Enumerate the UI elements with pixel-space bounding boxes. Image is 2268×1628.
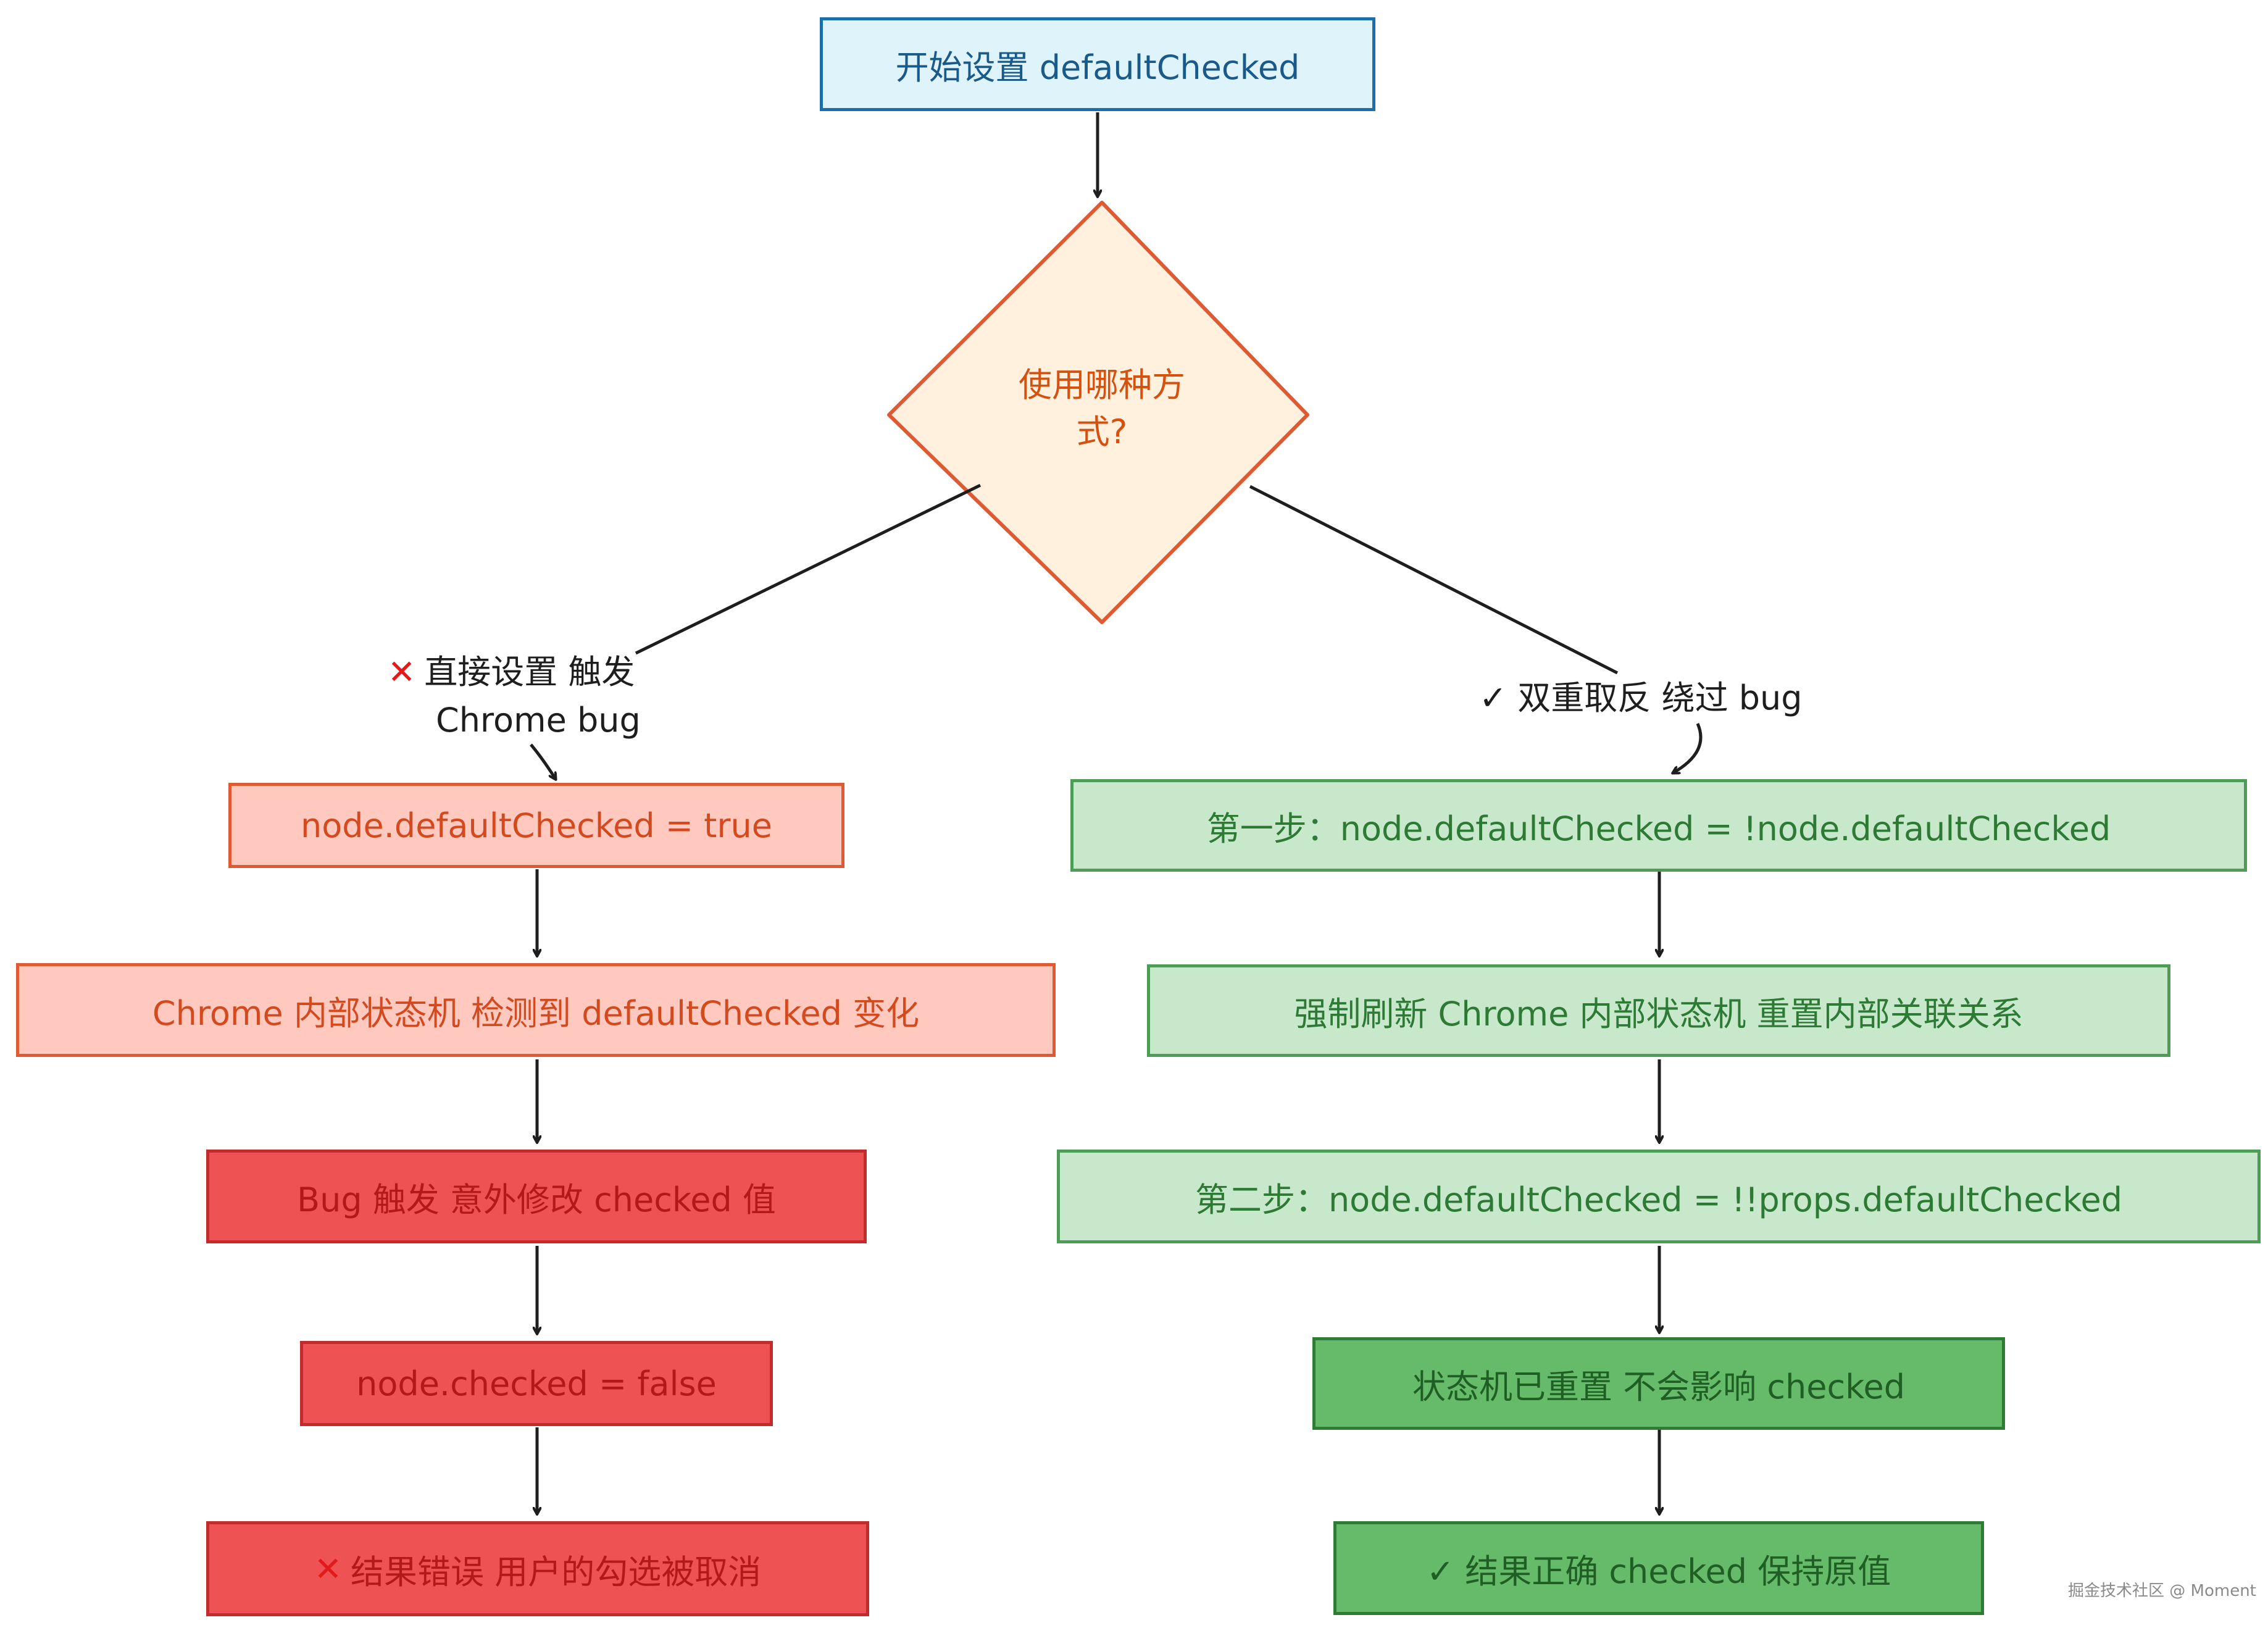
left-step4-node: node.checked = false: [300, 1341, 773, 1426]
left-step3-node: Bug 触发 意外修改 checked 值: [206, 1150, 867, 1243]
left-step3-text: Bug 触发 意外修改 checked 值: [297, 1180, 776, 1219]
cross-icon: ✕: [314, 1549, 343, 1588]
left-step2-text: Chrome 内部状态机 检测到 defaultChecked 变化: [152, 993, 920, 1033]
left-step4-text: node.checked = false: [356, 1364, 717, 1403]
decision-diamond: [887, 201, 1309, 624]
left-result-text: 结果错误 用户的勾选被取消: [351, 1552, 762, 1592]
right-step3-node: 第二步：node.defaultChecked = !!props.defaul…: [1057, 1150, 2261, 1243]
arrow-left-label-to-step1: [530, 743, 556, 779]
right-branch-label: ✓ 双重取反 绕过 bug: [1479, 674, 1803, 722]
left-step1-node: node.defaultChecked = true: [228, 783, 844, 868]
right-step3-text: 第二步：node.defaultChecked = !!props.defaul…: [1194, 1180, 2123, 1219]
right-step2-node: 强制刷新 Chrome 内部状态机 重置内部关联关系: [1147, 964, 2170, 1057]
start-node: 开始设置 defaultChecked: [820, 17, 1375, 111]
line-decision-to-right-label: [1249, 485, 1619, 675]
arrow-right-label-to-step1: [1673, 723, 1703, 773]
right-step1-node: 第一步：node.defaultChecked = !node.defaultC…: [1070, 779, 2247, 872]
left-branch-label-line2: Chrome bug: [436, 701, 641, 740]
right-branch-label-text: ✓ 双重取反 绕过 bug: [1479, 678, 1803, 717]
left-result-node: ✕ 结果错误 用户的勾选被取消: [206, 1521, 869, 1616]
right-step1-text: 第一步：node.defaultChecked = !node.defaultC…: [1206, 809, 2111, 848]
left-branch-label: ✕直接设置 触发 Chrome bug: [388, 648, 641, 745]
left-step2-node: Chrome 内部状态机 检测到 defaultChecked 变化: [16, 963, 1056, 1057]
right-step4-node: 状态机已重置 不会影响 checked: [1312, 1337, 2005, 1430]
right-result-node: ✓ 结果正确 checked 保持原值: [1333, 1521, 1984, 1615]
left-branch-label-text1: 直接设置 触发: [424, 653, 635, 691]
left-branch-label-line1: ✕直接设置 触发: [388, 648, 641, 696]
right-step2-text: 强制刷新 Chrome 内部状态机 重置内部关联关系: [1294, 994, 2024, 1033]
line-decision-to-left-label: [635, 483, 982, 655]
decision-text-line2: 式?: [1076, 412, 1128, 451]
decision-text: 使用哪种方 式?: [975, 362, 1228, 456]
watermark-text: 掘金技术社区 @ Moment: [2068, 1582, 2256, 1600]
right-result-text: ✓ 结果正确 checked 保持原值: [1426, 1551, 1891, 1591]
right-step4-text: 状态机已重置 不会影响 checked: [1412, 1367, 1905, 1406]
left-step1-text: node.defaultChecked = true: [300, 806, 772, 845]
cross-icon: ✕: [388, 653, 416, 691]
decision-text-line1: 使用哪种方: [1019, 365, 1185, 404]
start-node-text: 开始设置 defaultChecked: [895, 48, 1300, 87]
